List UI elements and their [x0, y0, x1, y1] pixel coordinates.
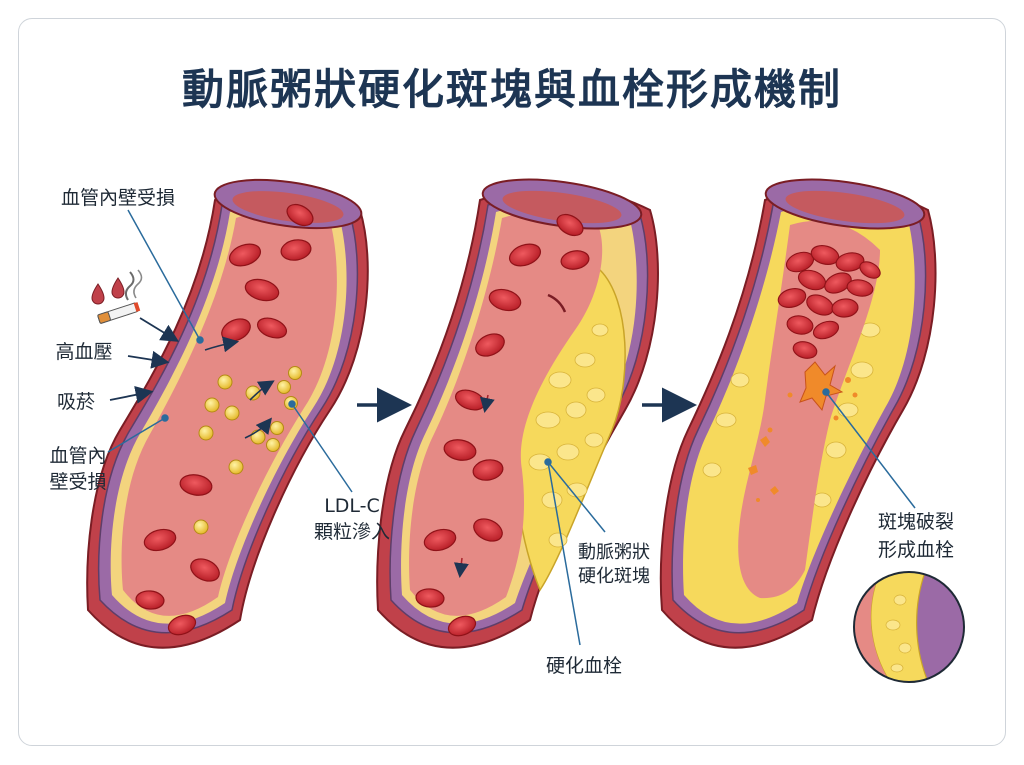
label-plaque-line1: 動脈粥狀: [578, 542, 650, 563]
smoke-icon: [124, 269, 143, 301]
cigarette-icon: [97, 302, 141, 324]
label-endothelial-damage-bottom-line1: 血管內: [49, 445, 106, 467]
artery-2-plaque-formation: [376, 178, 659, 649]
smoking-risk-icons: [91, 269, 143, 324]
label-rupture-line1: 斑塊破裂: [878, 511, 954, 533]
label-endothelial-damage-bottom-line2: 壁受損: [49, 471, 106, 493]
label-hardened-thrombus: 硬化血栓: [546, 655, 622, 677]
zoom-inset: [853, 571, 965, 683]
label-plaque-line2: 硬化斑塊: [578, 566, 650, 587]
label-hypertension: 高血壓: [55, 341, 112, 363]
diagram-title: 動脈粥狀硬化斑塊與血栓形成機制: [181, 65, 842, 114]
blood-drop-icon: [91, 277, 125, 305]
label-smoking: 吸菸: [57, 391, 95, 413]
thrombus-clot: [777, 245, 881, 359]
label-ldl-line1: LDL-C: [324, 495, 380, 517]
label-endothelial-damage-top: 血管內壁受損: [61, 187, 175, 209]
label-rupture-line2: 形成血栓: [878, 539, 954, 561]
artery-3-plaque-rupture: [659, 178, 937, 649]
artery-1-endothelial-damage: [86, 178, 369, 649]
label-ldl-line2: 顆粒滲入: [314, 521, 390, 543]
